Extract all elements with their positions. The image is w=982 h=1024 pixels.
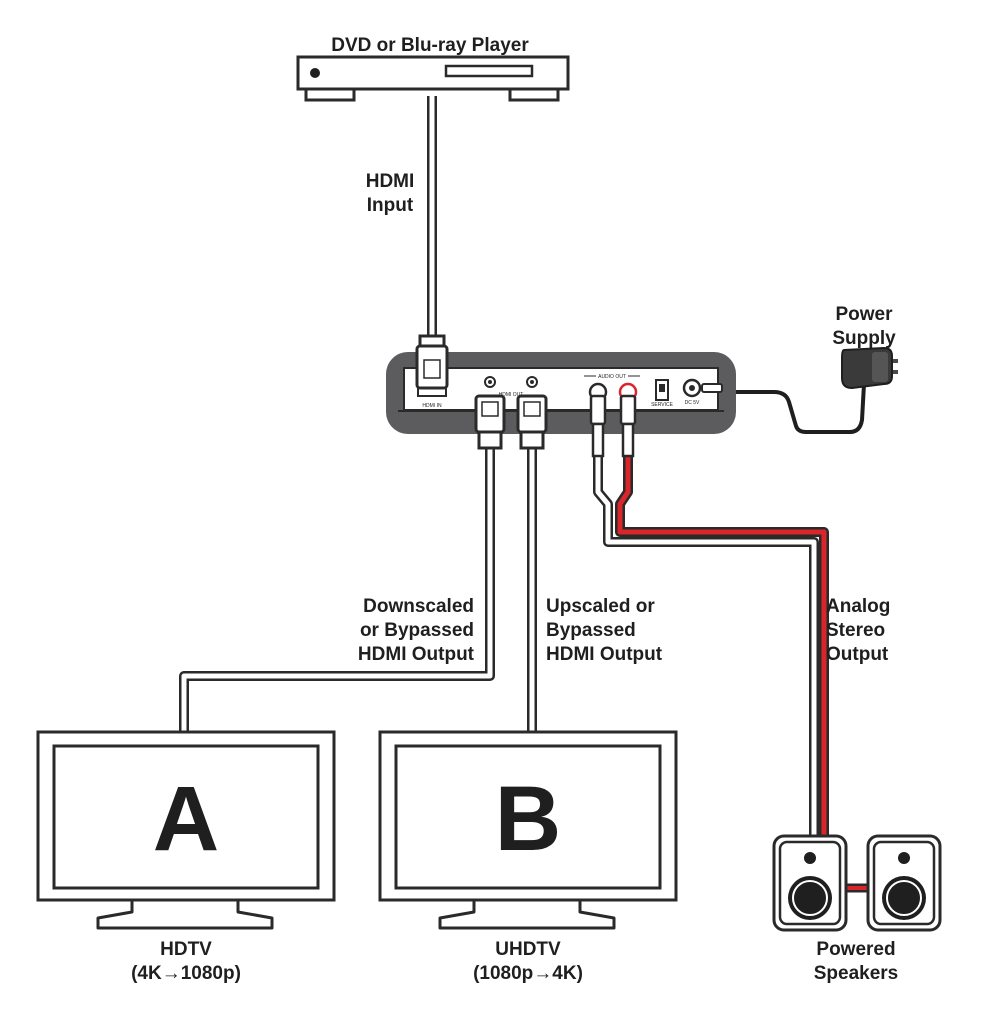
tv-b-spec: (1080p→4K) <box>473 963 583 984</box>
rca-plug-left <box>588 382 608 458</box>
output-a-label-3: HDMI Output <box>358 644 475 665</box>
hdmi-out-plug-b <box>516 394 548 450</box>
output-b-label-2: Bypassed <box>546 620 636 641</box>
player-label: DVD or Blu-ray Player <box>331 35 529 56</box>
dc-plug <box>701 383 723 393</box>
tv-b-letter: B <box>495 768 561 870</box>
scaler-device: HDMI IN HDMI OUT AUDIO OUT <box>386 334 736 458</box>
hdmi-input-label-2: Input <box>367 195 414 216</box>
port-label-dc: DC 5V <box>685 400 700 406</box>
speakers-label-2: Speakers <box>814 963 899 984</box>
power-supply-adapter <box>841 346 898 390</box>
hdmi-out-plug-a <box>474 394 506 450</box>
dvd-bluray-player <box>296 55 570 102</box>
speaker-right <box>866 834 942 932</box>
tv-a-letter: A <box>153 768 219 870</box>
tweeter-icon <box>804 852 816 864</box>
power-supply-label-2: Supply <box>832 328 896 349</box>
port-label-hdmi-in: HDMI IN <box>422 403 442 409</box>
output-a-label-2: or Bypassed <box>360 620 474 641</box>
tv-a-spec: (4K→1080p) <box>131 963 241 984</box>
hdmi-input-label-1: HDMI <box>366 171 415 192</box>
tv-b: B <box>378 730 678 930</box>
analog-label-3: Output <box>826 644 889 665</box>
tv-a: A <box>36 730 336 930</box>
rca-plug-right <box>618 382 638 458</box>
disc-tray-slot <box>444 64 534 78</box>
port-label-audio-out: AUDIO OUT <box>598 374 626 380</box>
hdmi-in-plug <box>415 334 449 390</box>
power-button-icon <box>310 68 320 78</box>
tv-b-name: UHDTV <box>495 939 561 960</box>
output-b-label-1: Upscaled or <box>546 596 655 617</box>
output-b-label-3: HDMI Output <box>546 644 663 665</box>
speaker-left <box>772 834 848 932</box>
tv-a-name: HDTV <box>160 939 212 960</box>
speakers-label-1: Powered <box>816 939 895 960</box>
port-label-hdmi-out: HDMI OUT <box>499 392 524 398</box>
analog-audio-cable <box>593 455 829 840</box>
analog-label-1: Analog <box>826 596 890 617</box>
hdmi-output-cable-a <box>179 446 495 732</box>
power-supply-label-1: Power <box>835 304 893 325</box>
port-label-service: SERVICE <box>651 402 674 408</box>
analog-label-2: Stereo <box>826 620 885 641</box>
power-cable <box>722 383 866 434</box>
output-a-label-1: Downscaled <box>363 596 474 617</box>
tweeter-icon <box>898 852 910 864</box>
